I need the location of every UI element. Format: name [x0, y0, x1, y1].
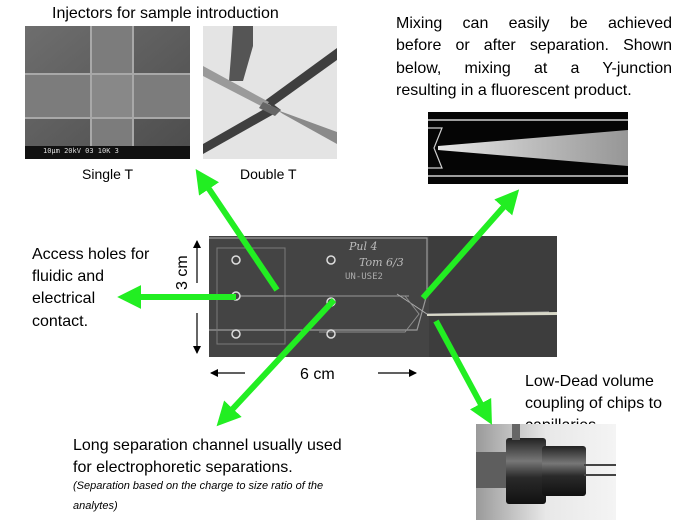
microchip-photo: Pul 4 Tom 6/3 UN-USE2	[209, 236, 557, 357]
separation-note-line-2: analytes)	[73, 500, 118, 512]
separation-line-2: for electrophoretic separations.	[73, 459, 293, 476]
arrow-to-coupling	[433, 319, 492, 425]
coupling-line-2: coupling of chips to	[525, 395, 662, 412]
capillary-coupling-photo	[476, 424, 616, 520]
single-t-sem-image: 10µm 20kV 03 10K 3	[25, 26, 190, 159]
access-line-4: contact.	[32, 313, 89, 330]
mixing-line-3: below, mixing at a Y-junction	[396, 60, 672, 77]
mixing-line-2: before or after separation. Shown	[396, 37, 672, 54]
access-line-1: Access holes for	[32, 246, 150, 263]
access-line-2: fluidic and	[32, 268, 105, 285]
chip-width-label: 6 cm	[300, 366, 335, 383]
double-t-sem-image	[203, 26, 337, 159]
chip-engraving-1: Pul 4	[349, 240, 378, 253]
chip-engraving-2: Tom 6/3	[359, 256, 404, 269]
coupling-line-1: Low-Dead volume	[525, 373, 654, 390]
single-t-label: Single T	[82, 166, 134, 182]
y-junction-fluorescence-image	[428, 112, 628, 184]
dimension-arrows	[193, 240, 417, 377]
chip-engraving-3: UN-USE2	[345, 272, 383, 282]
double-t-label: Double T	[240, 166, 297, 182]
mixing-line-1: Mixing can easily be achieved	[396, 15, 672, 32]
mixing-line-4: resulting in a fluorescent product.	[396, 82, 632, 99]
separation-line-1: Long separation channel usually used	[73, 437, 342, 454]
injectors-title: Injectors for sample introduction	[52, 5, 279, 22]
separation-note-line-1: (Separation based on the charge to size …	[73, 480, 324, 492]
arrow-to-mixing	[420, 189, 520, 300]
green-arrows	[117, 169, 520, 427]
sem-footer-text: 10µm 20kV 03 10K 3	[43, 147, 119, 155]
arrow-to-separation	[216, 297, 337, 427]
access-line-3: electrical	[32, 290, 96, 307]
arrow-to-injectors	[195, 169, 280, 292]
